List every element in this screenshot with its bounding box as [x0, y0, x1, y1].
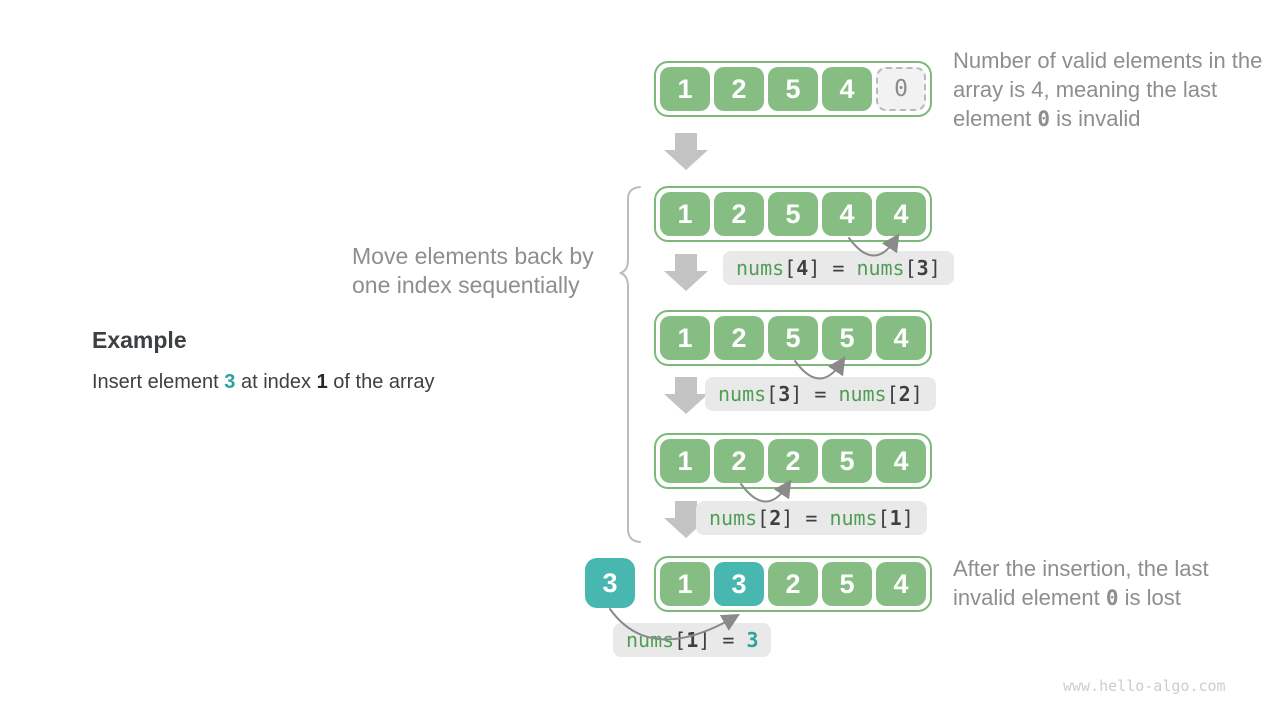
note-text: is invalid — [1050, 106, 1141, 131]
assignment-label-4: nums[1] = 3 — [613, 623, 772, 657]
array-cell-green: 4 — [822, 67, 872, 111]
curly-brace — [619, 186, 641, 543]
assignment-label-3: nums[2] = nums[1] — [696, 501, 927, 535]
bottom-note: After the insertion, the last invalid el… — [953, 554, 1265, 613]
bracket-token: [ — [766, 382, 779, 406]
array-cell-green: 1 — [660, 67, 710, 111]
index-token: 3 — [778, 382, 791, 406]
top-note: Number of valid elements in the array is… — [953, 46, 1265, 134]
bracket-token: ] — [790, 382, 803, 406]
bracket-token: ] — [901, 506, 914, 530]
nums-token: nums — [829, 506, 878, 530]
note-text: Number of valid elements in the array is… — [953, 48, 1263, 131]
bracket-token: ] — [928, 256, 941, 280]
array-cell-green: 2 — [768, 562, 818, 606]
nums-token: nums — [736, 256, 785, 280]
insert-value-text: 3 — [224, 371, 236, 393]
index-token: 1 — [686, 628, 699, 652]
down-arrow-icon — [664, 254, 708, 291]
array-cell-green: 2 — [714, 316, 764, 360]
assignment-label-2: nums[3] = nums[2] — [705, 377, 936, 411]
array-cell-green: 1 — [660, 316, 710, 360]
array-cell-green: 1 — [660, 562, 710, 606]
note-text: is lost — [1118, 585, 1181, 610]
array-cell-green: 1 — [660, 192, 710, 236]
array-cell-invalid: 0 — [876, 67, 926, 111]
invalid-element-code: 0 — [1037, 107, 1051, 131]
nums-token: nums — [856, 256, 905, 280]
inserted-element-cell: 3 — [585, 558, 635, 608]
bracket-token: ] — [910, 382, 923, 406]
array-cell-green: 2 — [714, 439, 764, 483]
array-cell-green: 5 — [768, 316, 818, 360]
array-cell-green: 2 — [714, 192, 764, 236]
array-cell-green: 5 — [822, 316, 872, 360]
bracket-token: [ — [886, 382, 899, 406]
nums-token: nums — [718, 382, 767, 406]
nums-token: nums — [626, 628, 675, 652]
index-token: 2 — [898, 382, 911, 406]
bracket-token: [ — [674, 628, 687, 652]
equals-token: = — [793, 506, 830, 530]
description-text: at index — [235, 371, 317, 393]
array-cell-teal: 3 — [714, 562, 764, 606]
down-arrow-icon — [664, 377, 708, 414]
array-cell-green: 5 — [768, 67, 818, 111]
array-cell-green: 4 — [876, 439, 926, 483]
example-title: Example — [92, 327, 187, 353]
array-cell-green: 4 — [822, 192, 872, 236]
array-cell-green: 1 — [660, 439, 710, 483]
nums-token: nums — [709, 506, 758, 530]
bracket-token: ] — [808, 256, 821, 280]
invalid-element-code: 0 — [1105, 586, 1119, 610]
index-token: 2 — [769, 506, 782, 530]
nums-token: nums — [838, 382, 887, 406]
array-cell-green: 4 — [876, 316, 926, 360]
bracket-token: [ — [784, 256, 797, 280]
array-cell-green: 4 — [876, 562, 926, 606]
index-token: 4 — [796, 256, 809, 280]
bracket-token: [ — [757, 506, 770, 530]
move-note: Move elements back by one index sequenti… — [352, 243, 594, 298]
array-cell-green: 2 — [768, 439, 818, 483]
insert-index-text: 1 — [316, 371, 328, 393]
bracket-token: [ — [904, 256, 917, 280]
equals-token: = — [820, 256, 857, 280]
array-cell-green: 5 — [768, 192, 818, 236]
array-cell-green: 5 — [822, 439, 872, 483]
array-cell-green: 2 — [714, 67, 764, 111]
description-text: Insert element — [92, 371, 225, 393]
bracket-token: [ — [877, 506, 890, 530]
assignment-label-1: nums[4] = nums[3] — [723, 251, 954, 285]
equals-token: = — [802, 382, 839, 406]
bracket-token: ] — [781, 506, 794, 530]
array-cell-green: 4 — [876, 192, 926, 236]
index-token: 1 — [889, 506, 902, 530]
watermark: www.hello-algo.com — [1063, 677, 1226, 695]
array-cell-green: 5 — [822, 562, 872, 606]
note-text: After the insertion, the last invalid el… — [953, 556, 1209, 610]
equals-token: = — [710, 628, 747, 652]
index-token: 3 — [916, 256, 929, 280]
down-arrow-icon — [664, 133, 708, 170]
description-text: of the array — [327, 371, 435, 393]
example-block: Example Insert element 3 at index 1 of t… — [92, 327, 434, 394]
bracket-token: ] — [698, 628, 711, 652]
example-description: Insert element 3 at index 1 of the array — [92, 371, 434, 394]
value-token: 3 — [746, 628, 759, 652]
